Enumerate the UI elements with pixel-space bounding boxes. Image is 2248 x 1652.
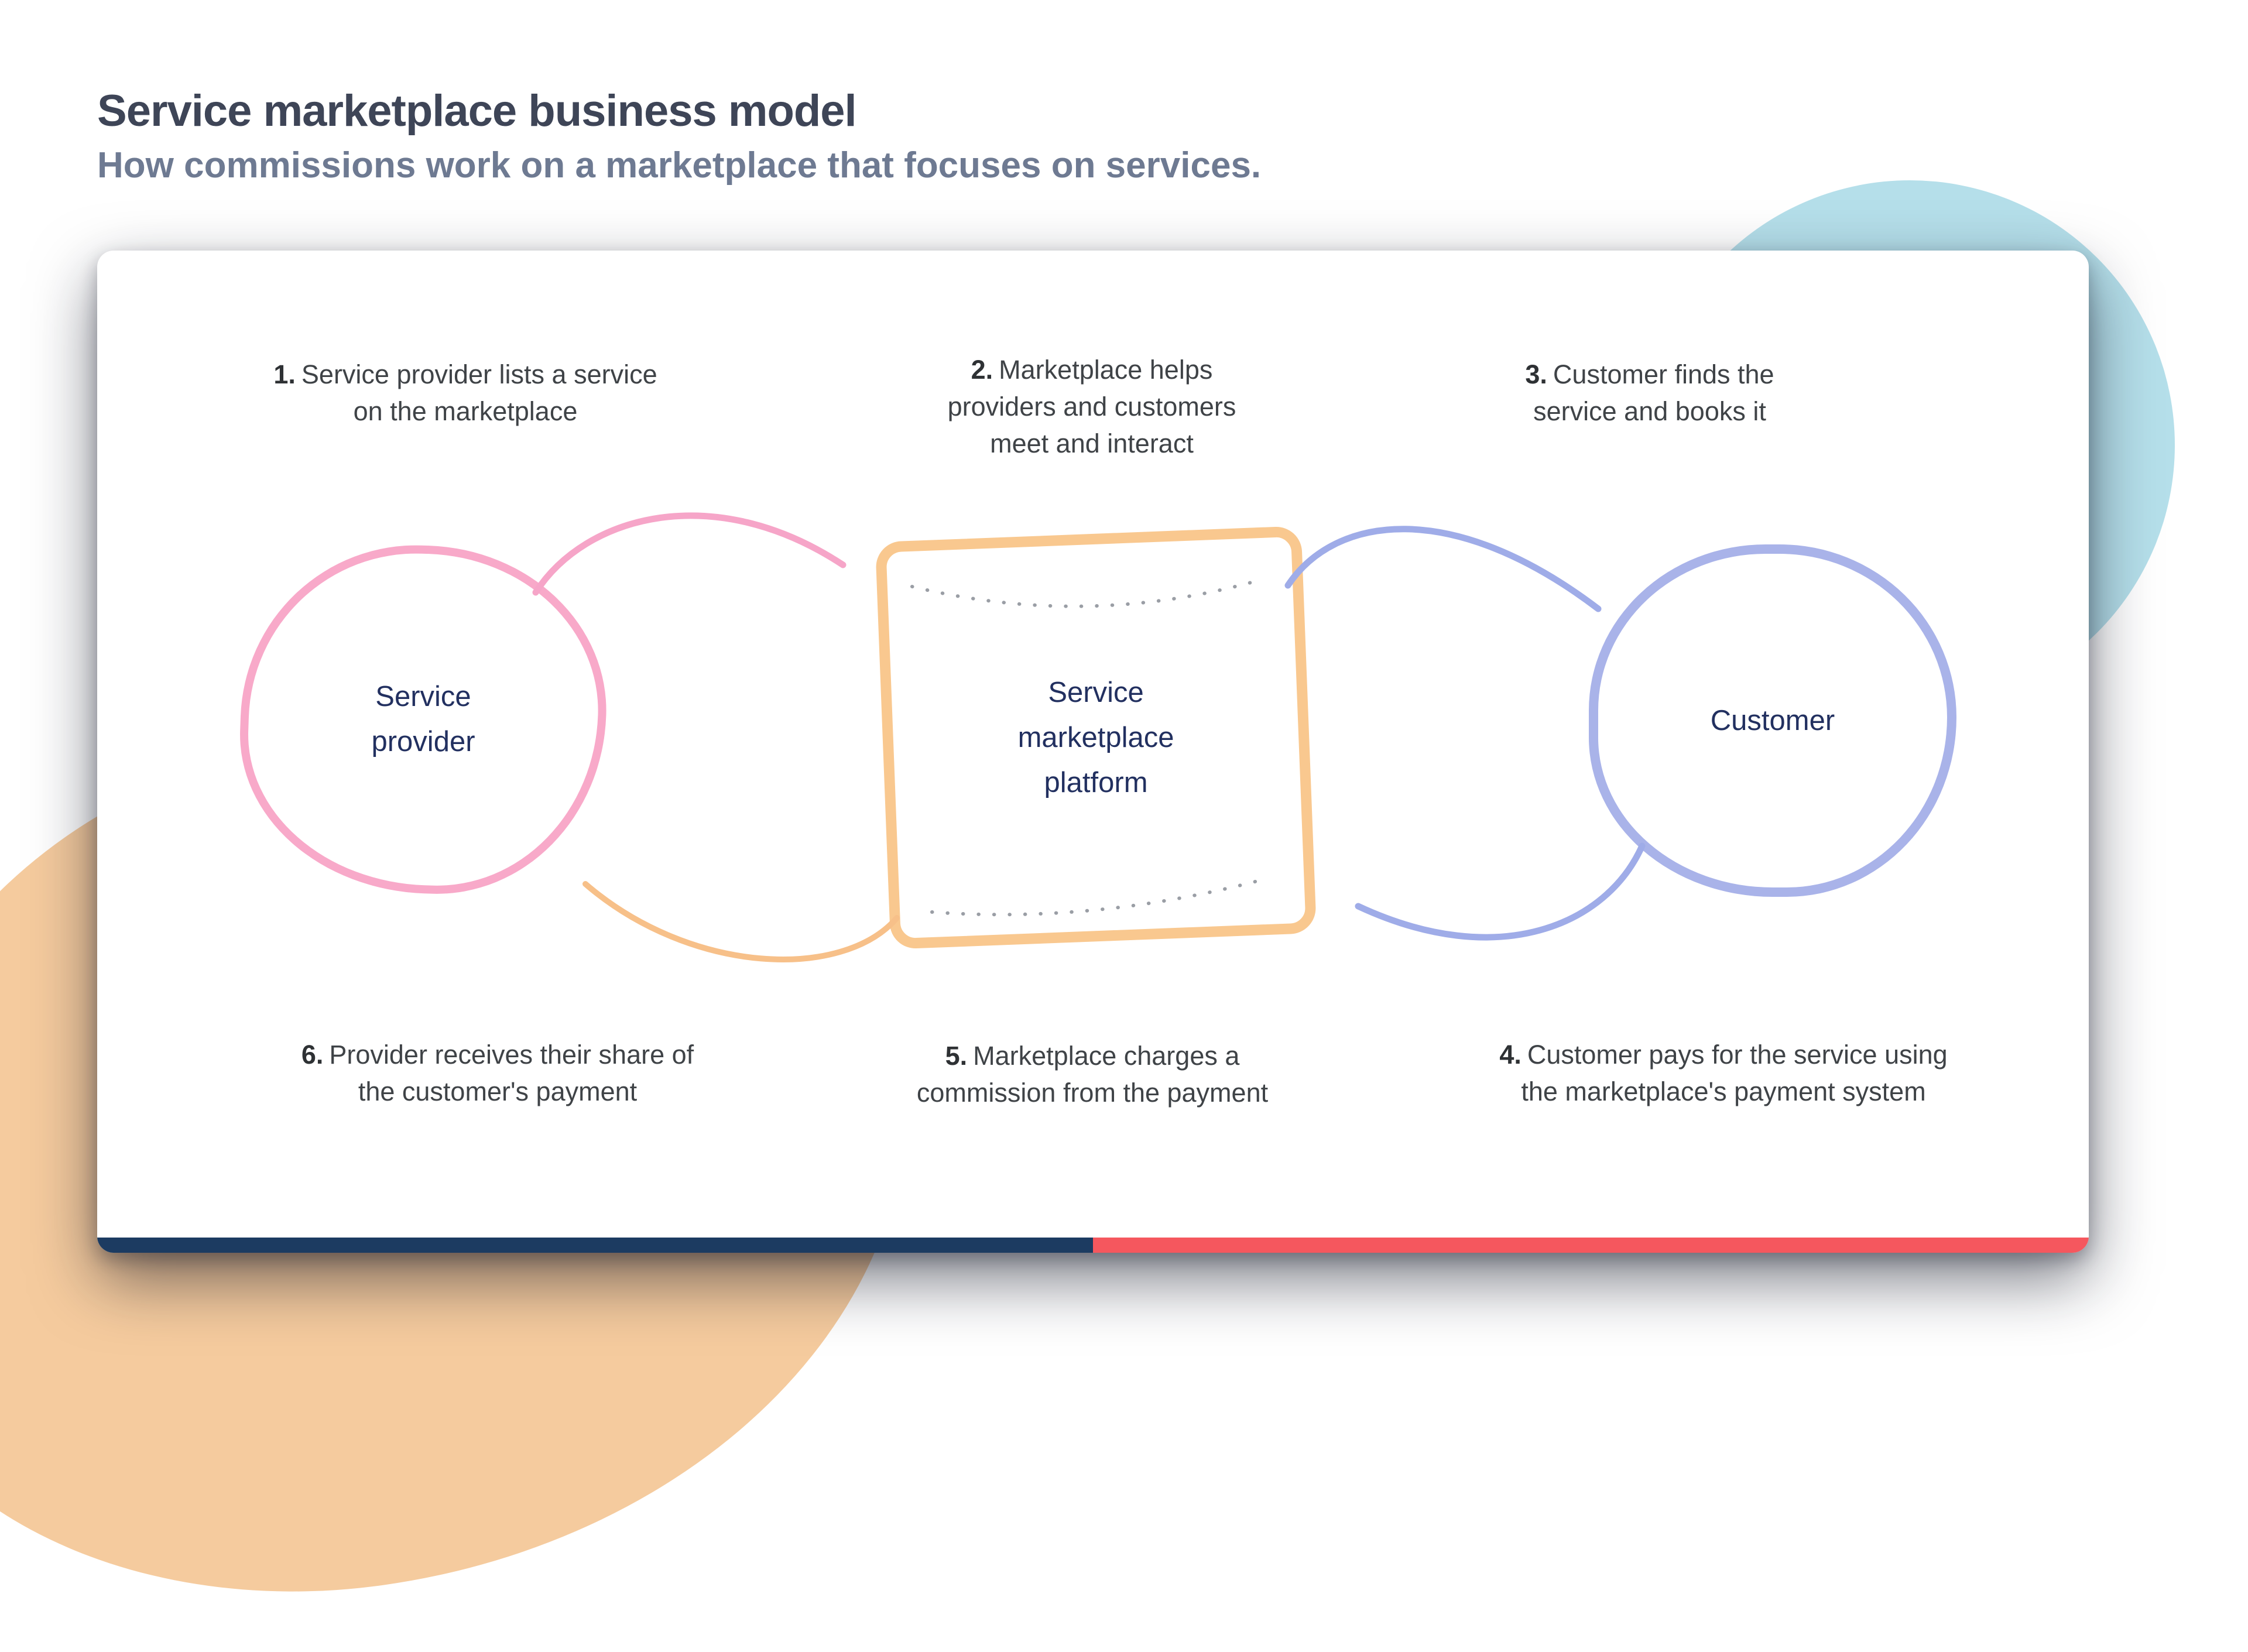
- customer-label: Customer: [1710, 704, 1835, 736]
- diagram-card: 1.Service provider lists a service on th…: [97, 251, 2089, 1253]
- step-6-number: 6.: [301, 1040, 324, 1070]
- step-2-annotation: 2.Marketplace helps providers and custom…: [922, 351, 1262, 462]
- accent-bar-coral: [1093, 1238, 2089, 1253]
- page-subtitle: How commissions work on a marketplace th…: [97, 145, 1262, 186]
- step-3-annotation: 3.Customer finds the service and books i…: [1480, 356, 1819, 430]
- step-4-annotation: 4.Customer pays for the service using th…: [1498, 1036, 1949, 1110]
- arrow-platform-to-customer: [1284, 526, 1602, 612]
- page-title: Service marketplace business model: [97, 86, 857, 136]
- arrow-provider-to-platform: [532, 512, 847, 596]
- step-3-number: 3.: [1525, 359, 1547, 389]
- step-2-number: 2.: [971, 355, 993, 385]
- step-5-number: 5.: [945, 1041, 968, 1071]
- step-1-text: Service provider lists a service on the …: [301, 359, 657, 426]
- step-4-text: Customer pays for the service using the …: [1521, 1040, 1948, 1106]
- customer-node: Customer: [1589, 544, 1956, 897]
- page: Service marketplace business model How c…: [0, 87, 2175, 1652]
- step-4-number: 4.: [1499, 1040, 1521, 1070]
- accent-bar-navy: [97, 1238, 1093, 1253]
- step-5-text: Marketplace charges a commission from th…: [916, 1041, 1269, 1108]
- step-6-annotation: 6.Provider receives their share of the c…: [284, 1036, 711, 1110]
- step-5-annotation: 5.Marketplace charges a commission from …: [887, 1037, 1297, 1111]
- service-provider-node: Service provider: [234, 539, 612, 900]
- card-bottom-accent-bar: [97, 1238, 2089, 1253]
- step-1-annotation: 1.Service provider lists a service on th…: [272, 356, 659, 430]
- header: Service marketplace business model How c…: [97, 87, 1261, 187]
- step-6-text: Provider receives their share of the cus…: [329, 1040, 694, 1106]
- service-provider-label: Service provider: [371, 681, 475, 758]
- marketplace-platform-label: Service marketplace platform: [1017, 676, 1174, 798]
- step-2-text: Marketplace helps providers and customer…: [947, 355, 1236, 458]
- step-1-number: 1.: [273, 359, 296, 389]
- arrow-customer-to-platform: [1355, 842, 1646, 941]
- step-3-text: Customer finds the service and books it: [1533, 359, 1774, 426]
- arrow-platform-to-provider: [582, 881, 900, 962]
- marketplace-platform-node: Service marketplace platform: [875, 526, 1317, 950]
